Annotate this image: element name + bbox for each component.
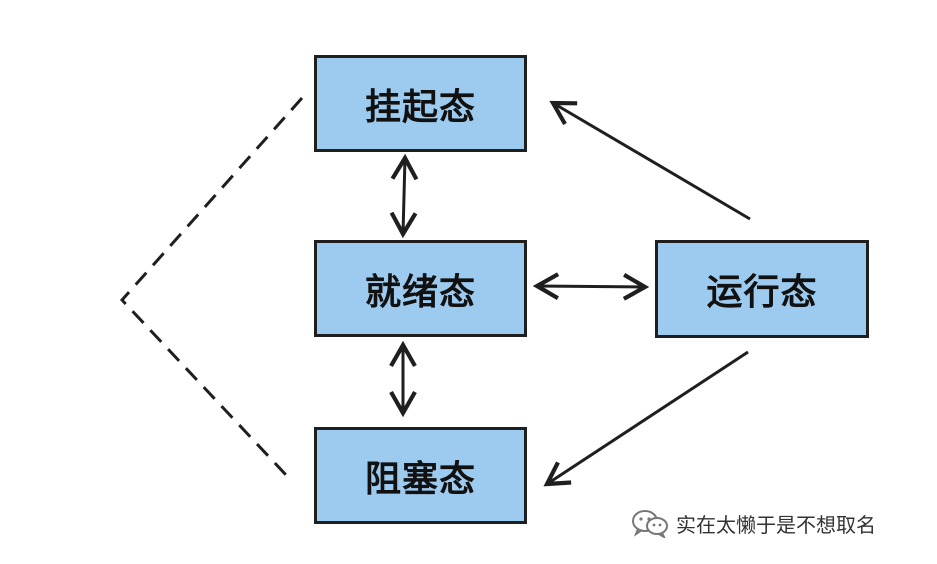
state-ready-box: 就绪态	[314, 240, 527, 337]
arrow-running-blocked	[543, 350, 749, 487]
watermark: 实在太懒于是不想取名	[630, 506, 876, 540]
state-suspended-label: 挂起态	[364, 86, 476, 128]
state-ready-label: 就绪态	[364, 271, 476, 313]
state-blocked-box: 阻塞态	[314, 427, 527, 524]
arrow-suspended-ready	[389, 153, 419, 239]
watermark-text: 实在太懒于是不想取名	[676, 512, 876, 537]
arrow-ready-running	[532, 272, 650, 301]
wechat-icon	[630, 508, 670, 538]
state-blocked-label: 阻塞态	[364, 458, 476, 500]
arrow-running-suspended	[549, 100, 751, 221]
dashed-connector	[119, 97, 304, 478]
state-running-label: 运行态	[706, 272, 818, 313]
state-running-box: 运行态	[655, 240, 869, 338]
state-suspended-box: 挂起态	[314, 55, 527, 152]
